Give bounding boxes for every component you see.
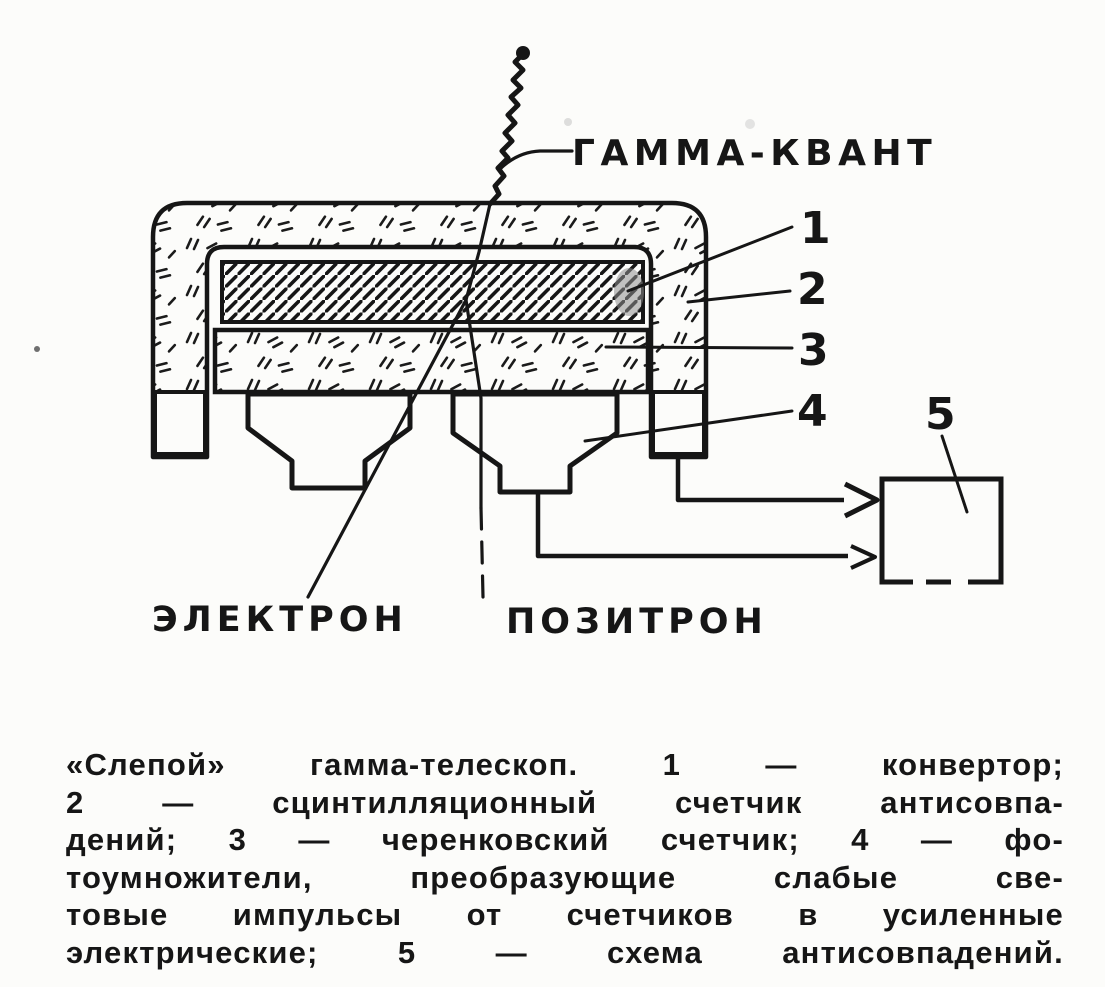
leader-5 xyxy=(940,434,969,514)
leader-4 xyxy=(583,409,794,443)
positron-track xyxy=(464,298,485,599)
leader-1 xyxy=(626,225,794,293)
wire-from-pmt xyxy=(535,491,848,559)
leader-2 xyxy=(686,289,792,304)
shell-leg-foot-left xyxy=(153,390,207,456)
electron-label: ЭЛЕКТРОН xyxy=(152,600,408,640)
wire-arrow-top xyxy=(843,481,880,519)
callout-leaders xyxy=(497,149,969,514)
figure-caption: «Слепой» гамма-телескоп. 1 — конвертор; … xyxy=(66,746,1064,972)
scan-noise xyxy=(34,118,755,352)
caption-line-4: тоумножители, преобразующие слабые све- xyxy=(66,859,1064,895)
caption-line-5: товые импульсы от счетчиков в усиленные xyxy=(66,897,1064,933)
callout-1: 1 xyxy=(800,203,831,254)
wire-from-shell xyxy=(675,458,844,503)
electron-track xyxy=(306,298,468,599)
shell-leg-foot-right xyxy=(651,390,706,456)
callout-4: 4 xyxy=(797,386,828,437)
leader-gamma xyxy=(497,149,574,172)
caption-line-3: дений; 3 — черенковский счетчик; 4 — фо- xyxy=(66,822,1064,858)
gamma-ray-track xyxy=(464,46,530,302)
callout-3: 3 xyxy=(798,325,829,376)
caption-line-2: 2 — сцинтилляционный счетчик антисовпа- xyxy=(66,784,1064,820)
converter-slab xyxy=(220,260,645,324)
wire-arrow-bottom xyxy=(850,544,877,570)
gamma-quantum-label: ГАММА-КВАНТ xyxy=(572,133,937,174)
leader-3 xyxy=(604,345,794,350)
cherenkov-counter xyxy=(212,327,651,395)
signal-wires xyxy=(535,458,880,570)
anticoincidence-box xyxy=(879,476,1004,585)
callout-2: 2 xyxy=(797,264,828,315)
photomultiplier-right xyxy=(450,391,620,495)
caption-line-6: электрические; 5 — схема антисовпадений. xyxy=(66,934,1064,970)
positron-label: ПОЗИТРОН xyxy=(506,602,768,642)
photomultiplier-left xyxy=(245,391,413,491)
caption-line-1: «Слепой» гамма-телескоп. 1 — конвертор; xyxy=(66,747,1064,782)
scintillation-counter-shell xyxy=(150,200,709,460)
callout-5: 5 xyxy=(925,389,956,440)
